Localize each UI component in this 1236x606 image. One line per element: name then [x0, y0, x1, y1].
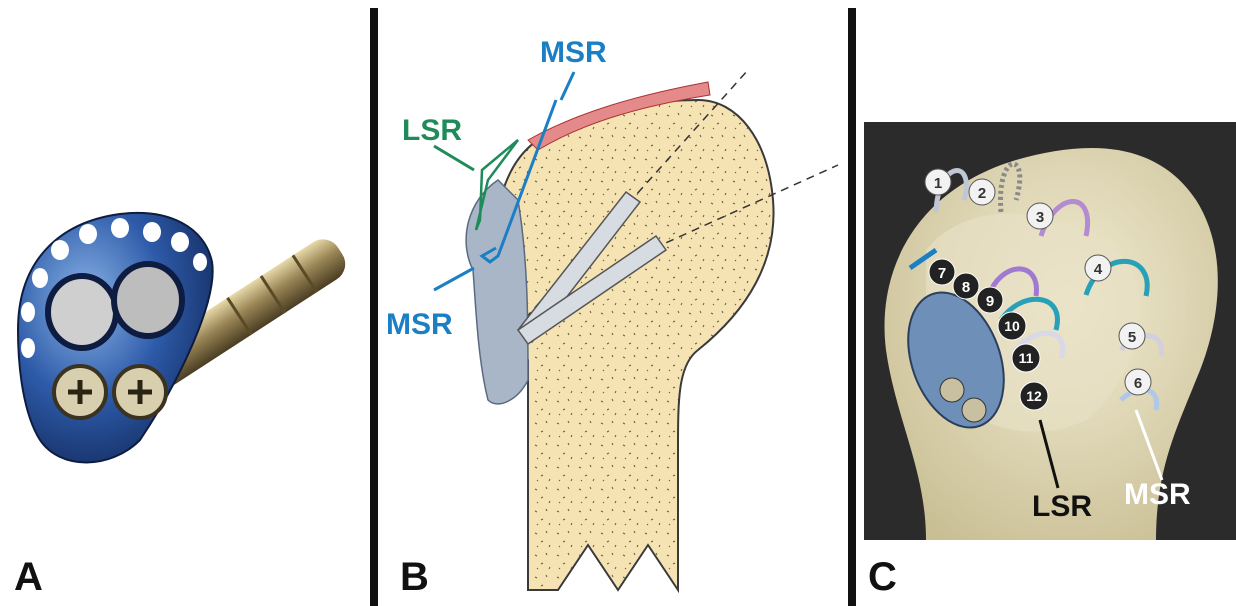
suture-number-10: 10 [998, 312, 1026, 340]
suture-number-11: 11 [1012, 344, 1040, 372]
lsr-leader [434, 146, 474, 170]
panel-c: 1 2 3 4 5 6 7 8 [856, 0, 1236, 606]
svg-text:4: 4 [1094, 261, 1103, 278]
msr-bottom-leader [434, 268, 474, 290]
suture-number-8: 8 [953, 273, 979, 299]
svg-text:12: 12 [1026, 388, 1042, 404]
msr-top-leader [561, 72, 574, 100]
svg-text:8: 8 [962, 279, 970, 296]
svg-text:7: 7 [938, 265, 946, 282]
label-msr-bottom: MSR [386, 308, 453, 341]
suture-number-5: 5 [1119, 323, 1145, 349]
suture-number-4: 4 [1085, 255, 1111, 281]
suture-number-2: 2 [969, 179, 995, 205]
render-3d: 1 2 3 4 5 6 7 8 [856, 0, 1236, 606]
svg-text:2: 2 [978, 185, 986, 202]
suture-number-6: 6 [1125, 369, 1151, 395]
label-msr-top: MSR [540, 36, 607, 69]
screw-right [114, 366, 166, 418]
panel-letter-a: A [14, 555, 43, 600]
panel-a: A [0, 0, 370, 606]
panel-letter-c: C [868, 555, 897, 600]
humerus-bone [492, 100, 773, 590]
implant-photo [0, 0, 370, 606]
suture-number-9: 9 [977, 287, 1003, 313]
suture-number-7: 7 [929, 259, 955, 285]
svg-text:9: 9 [986, 293, 994, 310]
svg-text:11: 11 [1019, 350, 1034, 366]
panel-letter-b: B [400, 555, 429, 600]
divider-left [370, 8, 378, 606]
implant-plate [18, 213, 213, 463]
svg-text:6: 6 [1134, 375, 1142, 392]
label-msr-c: MSR [1124, 478, 1191, 511]
label-lsr-c: LSR [1032, 490, 1092, 523]
suture-number-12: 12 [1020, 382, 1048, 410]
greater-tuberosity [466, 180, 528, 404]
screw-left [54, 366, 106, 418]
suture-number-3: 3 [1027, 203, 1053, 229]
suture-number-1: 1 [925, 169, 951, 195]
label-lsr: LSR [402, 114, 462, 147]
schematic-diagram: MSR LSR MSR [378, 0, 848, 606]
svg-text:5: 5 [1128, 329, 1136, 346]
svg-text:10: 10 [1004, 318, 1020, 334]
divider-right [848, 8, 856, 606]
panel-b: MSR LSR MSR B [378, 0, 848, 606]
svg-text:3: 3 [1036, 209, 1044, 226]
svg-text:1: 1 [934, 175, 942, 192]
